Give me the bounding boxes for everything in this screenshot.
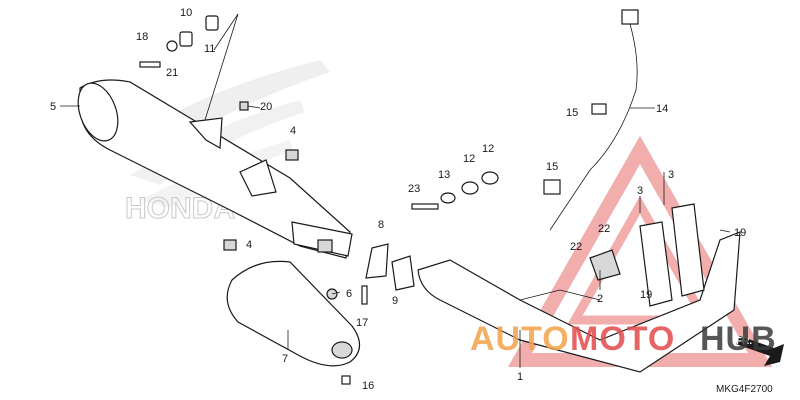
exhaust-pipe-part-1 — [417, 203, 741, 373]
callout-15a: 15 — [566, 107, 578, 119]
callout-10: 10 — [180, 7, 192, 19]
callout-14: 14 — [656, 103, 668, 115]
front-direction-arrow: FR. — [736, 336, 784, 366]
direction-label: FR. — [736, 336, 752, 347]
callout-1: 1 — [517, 371, 523, 383]
o2-sensor-part-14 — [549, 9, 639, 231]
callout-8: 8 — [378, 219, 384, 231]
leader-lines — [60, 13, 731, 368]
callout-5: 5 — [50, 101, 56, 113]
muffler-part-5 — [77, 79, 353, 259]
callout-21: 21 — [166, 67, 178, 79]
callout-6: 6 — [346, 288, 352, 300]
callout-17: 17 — [356, 317, 368, 329]
callout-9: 9 — [392, 295, 398, 307]
callout-13: 13 — [438, 169, 450, 181]
callout-3b: 3 — [668, 169, 674, 181]
callout-11: 11 — [204, 43, 215, 55]
callout-12a: 12 — [463, 153, 475, 165]
callout-2: 2 — [597, 293, 603, 305]
diagram-code: MKG4F2700 — [716, 384, 773, 395]
callout-labels: 1 2 3 3 4 4 5 6 7 8 9 10 11 12 12 13 14 … — [50, 7, 746, 392]
callout-23: 23 — [408, 183, 420, 195]
callout-4a: 4 — [290, 125, 296, 137]
callout-3a: 3 — [637, 185, 643, 197]
watermark-hub: HUB — [700, 320, 777, 358]
watermark-text: AUTO MOTO HUB — [470, 320, 777, 358]
muffler-protector-part-7 — [226, 260, 361, 367]
callout-22a: 22 — [570, 241, 582, 253]
callout-19a: 19 — [734, 227, 746, 239]
callout-20: 20 — [260, 101, 272, 113]
callout-4b: 4 — [246, 239, 252, 251]
callout-12b: 12 — [482, 143, 494, 155]
callout-7: 7 — [282, 353, 288, 365]
watermark-moto: MOTO — [570, 320, 675, 358]
callout-15b: 15 — [546, 161, 558, 173]
callout-16: 16 — [362, 380, 374, 392]
callout-22b: 22 — [598, 223, 610, 235]
watermark-auto: AUTO — [470, 320, 570, 358]
callout-19b: 19 — [640, 289, 652, 301]
callout-18: 18 — [136, 31, 148, 43]
